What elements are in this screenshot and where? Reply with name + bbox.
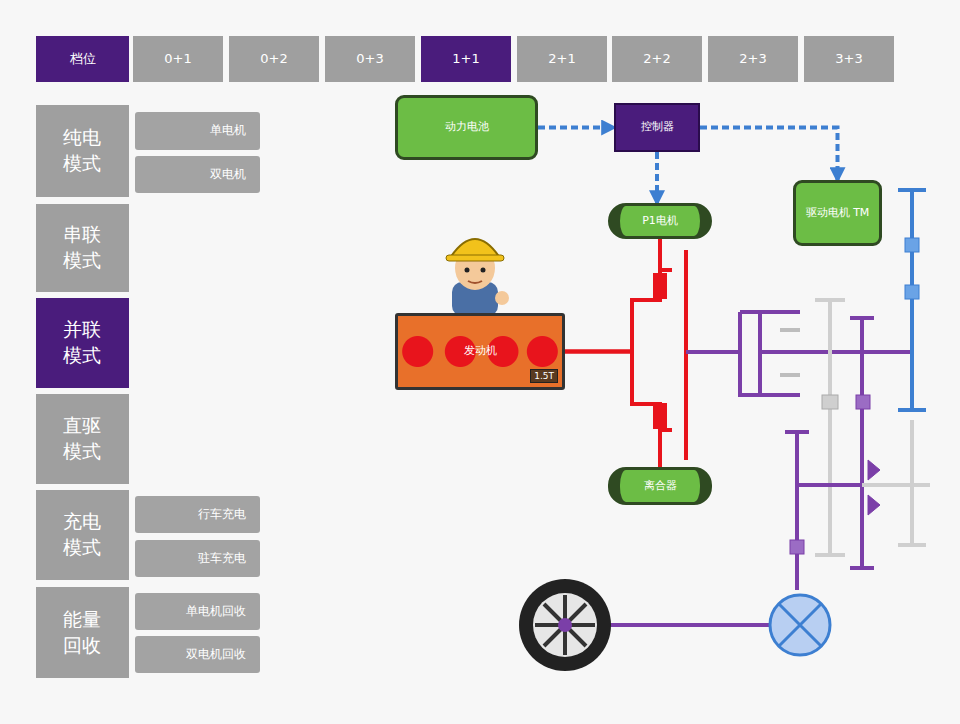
mode-box: 并联模式 <box>36 298 129 388</box>
node-label: 2+2 <box>643 52 670 67</box>
mode-box: 单电机回收 <box>135 593 260 630</box>
node-label: 1+1 <box>452 52 479 67</box>
power-line <box>655 152 659 203</box>
mode-box: 直驱模式 <box>36 394 129 484</box>
node-label: 串联模式 <box>63 222 103 273</box>
mode-box: 0+1 <box>133 36 223 82</box>
node-label: 单电机 <box>210 124 246 138</box>
node-label: 3+3 <box>835 52 862 67</box>
node-label: 动力电池 <box>445 121 489 134</box>
mode-box: 发动机 1.5T <box>395 313 565 390</box>
mode-box: 动力电池 <box>395 95 538 160</box>
mode-box: 0+2 <box>229 36 319 82</box>
node-label: 2+3 <box>739 52 766 67</box>
mode-box: 控制器 <box>614 103 700 152</box>
mode-box: 纯电模式 <box>36 105 129 197</box>
mode-box: 1+1 <box>421 36 511 82</box>
mode-box: 2+1 <box>517 36 607 82</box>
node-label: 0+1 <box>164 52 191 67</box>
node-label: 1.5T <box>530 369 558 383</box>
mode-box: 2+2 <box>612 36 702 82</box>
power-line <box>538 126 614 130</box>
mode-box: 档位 <box>36 36 129 82</box>
wheel-symbol <box>519 579 611 671</box>
mode-box: 充电模式 <box>36 490 129 580</box>
mode-box: 驱动电机 TM <box>793 180 882 246</box>
node-label: 离合器 <box>644 480 677 493</box>
mode-box: P1电机 <box>608 203 712 239</box>
node-label: 单电机回收 <box>186 605 246 619</box>
node-label: 纯电模式 <box>63 125 103 176</box>
mode-box: 单电机 <box>135 112 260 150</box>
mode-box: 行车充电 <box>135 496 260 533</box>
clutch-link <box>565 239 660 352</box>
node-label: 直驱模式 <box>63 413 103 464</box>
node-label: 双电机回收 <box>186 648 246 662</box>
differential-symbol <box>770 595 830 655</box>
mode-box: 串联模式 <box>36 204 129 292</box>
node-label: 能量回收 <box>63 607 103 658</box>
mode-box: 双电机回收 <box>135 636 260 673</box>
mode-box: 双电机 <box>135 156 260 193</box>
node-label: P1电机 <box>642 215 678 228</box>
node-label: 驱动电机 TM <box>806 207 870 220</box>
node-label: 控制器 <box>641 121 674 134</box>
node-label: 并联模式 <box>63 317 103 368</box>
node-label: 驻车充电 <box>198 552 246 566</box>
mode-box: 能量回收 <box>36 587 129 678</box>
mode-box: 离合器 <box>608 467 712 505</box>
worker-figure <box>446 239 509 316</box>
gear-train <box>565 190 930 625</box>
mode-box: 0+3 <box>325 36 415 82</box>
node-label: 档位 <box>70 52 96 67</box>
node-label: 0+3 <box>356 52 383 67</box>
node-label: 充电模式 <box>63 509 103 560</box>
node-label: 发动机 <box>464 345 497 358</box>
mode-box: 2+3 <box>708 36 798 82</box>
mode-box: 驻车充电 <box>135 540 260 577</box>
mode-box: 3+3 <box>804 36 894 82</box>
node-label: 0+2 <box>260 52 287 67</box>
node-label: 行车充电 <box>198 508 246 522</box>
node-label: 2+1 <box>548 52 575 67</box>
power-line <box>700 128 838 181</box>
clutch-link <box>565 352 660 468</box>
node-label: 双电机 <box>210 168 246 182</box>
